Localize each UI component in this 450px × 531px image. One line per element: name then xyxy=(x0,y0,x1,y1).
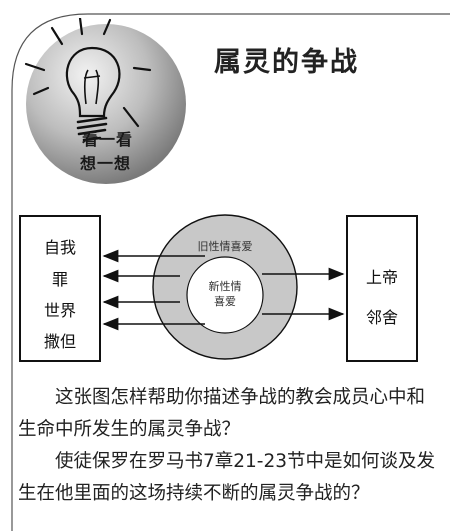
paragraph-2: 使徒保罗在罗马书7章21-23节中是如何谈及发生在他里面的这场持续不断的属灵争战… xyxy=(18,451,436,504)
body-text: 这张图怎样帮助你描述争战的教会成员心中和生命中所发生的属灵争战？ 使徒保罗在罗马… xyxy=(18,382,438,510)
left-item-self: 自我 xyxy=(43,238,76,257)
inner-circle xyxy=(186,256,264,334)
badge-line-1: 看一看 xyxy=(82,130,134,149)
right-item-neighbor: 邻舍 xyxy=(365,308,398,327)
paragraph-1: 这张图怎样帮助你描述争战的教会成员心中和生命中所发生的属灵争战？ xyxy=(18,387,426,440)
outer-ring-label: 旧性情喜爱 xyxy=(197,240,253,253)
right-box xyxy=(346,215,418,362)
spiritual-warfare-diagram: 自我 罪 世界 撒但 旧性情喜爱 新性情 喜爱 上帝 邻舍 xyxy=(0,200,450,375)
left-box xyxy=(19,215,101,362)
right-item-god: 上帝 xyxy=(365,268,398,287)
lightbulb-icon xyxy=(24,16,186,184)
inner-circle-label-1: 新性情 xyxy=(208,280,242,293)
left-item-world: 世界 xyxy=(43,301,76,320)
diagram-graphics xyxy=(19,214,418,362)
badge-line-2: 想一想 xyxy=(80,154,132,173)
think-badge: 看一看 想一想 xyxy=(22,16,190,186)
left-item-sin: 罪 xyxy=(51,270,68,289)
left-item-satan: 撒但 xyxy=(43,332,76,351)
inner-circle-label-2: 喜爱 xyxy=(214,295,236,308)
page-title: 属灵的争战 xyxy=(214,47,359,78)
